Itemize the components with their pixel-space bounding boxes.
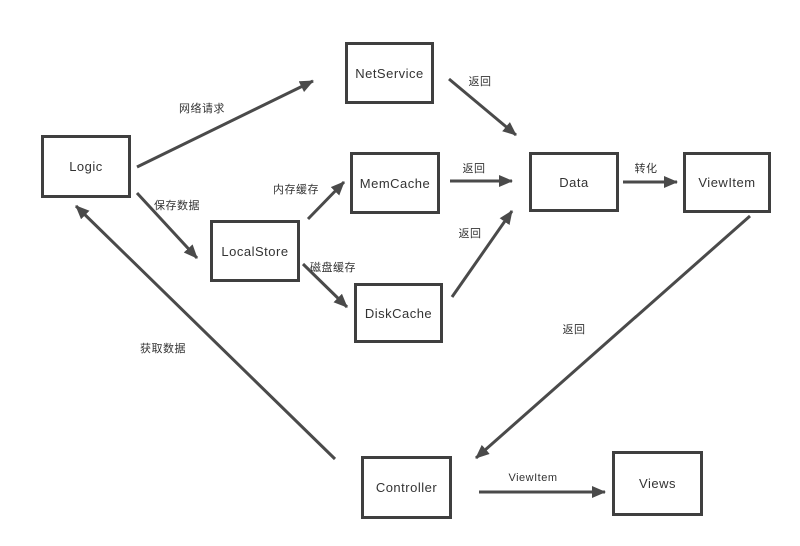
edge-label-localstore-diskcache: 磁盘缓存 <box>310 262 356 274</box>
node-diskcache-label: DiskCache <box>364 305 433 321</box>
node-logic-label: Logic <box>69 159 103 174</box>
edge-controller-logic-arrow <box>74 204 337 461</box>
edge-netservice-data-arrow <box>448 77 517 137</box>
node-controller-label: Controller <box>375 480 438 495</box>
node-localstore[interactable]: LocalStore <box>210 220 300 282</box>
node-logic[interactable]: Logic <box>41 135 131 198</box>
node-localstore-label: LocalStore <box>221 243 289 259</box>
node-views-label: Views <box>639 476 676 491</box>
edge-localstore-memcache-arrow <box>306 180 346 221</box>
node-controller[interactable]: Controller <box>361 456 452 519</box>
edge-label-viewitem-controller: 返回 <box>562 324 586 336</box>
node-viewitem-label: ViewItem <box>698 175 756 190</box>
edge-viewitem-controller-arrow <box>475 214 751 460</box>
node-netservice-label: NetService <box>355 65 424 81</box>
node-viewitem[interactable]: ViewItem <box>683 152 771 213</box>
edge-localstore-diskcache-arrow <box>301 262 349 309</box>
edge-label-netservice-data: 返回 <box>468 76 492 88</box>
edge-logic-localstore-arrow <box>135 191 199 260</box>
node-netservice[interactable]: NetService <box>345 42 434 104</box>
edge-diskcache-data-arrow <box>450 210 514 298</box>
edge-label-controller-views: ViewItem <box>508 472 558 484</box>
node-data[interactable]: Data <box>529 152 619 212</box>
edge-label-controller-logic: 获取数据 <box>140 343 186 355</box>
node-data-label: Data <box>559 174 589 190</box>
node-memcache[interactable]: MemCache <box>350 152 440 214</box>
node-memcache-label: MemCache <box>359 175 431 191</box>
edge-logic-netservice-arrow <box>136 79 314 169</box>
edge-label-localstore-memcache: 内存缓存 <box>273 184 319 196</box>
node-diskcache[interactable]: DiskCache <box>354 283 443 343</box>
edge-label-data-viewitem: 转化 <box>634 163 658 175</box>
edge-label-diskcache-data: 返回 <box>458 228 482 240</box>
edge-label-logic-netservice: 网络请求 <box>179 103 225 115</box>
edge-label-memcache-data: 返回 <box>462 163 486 175</box>
edge-label-logic-localstore: 保存数据 <box>154 200 200 212</box>
node-views[interactable]: Views <box>612 451 703 516</box>
